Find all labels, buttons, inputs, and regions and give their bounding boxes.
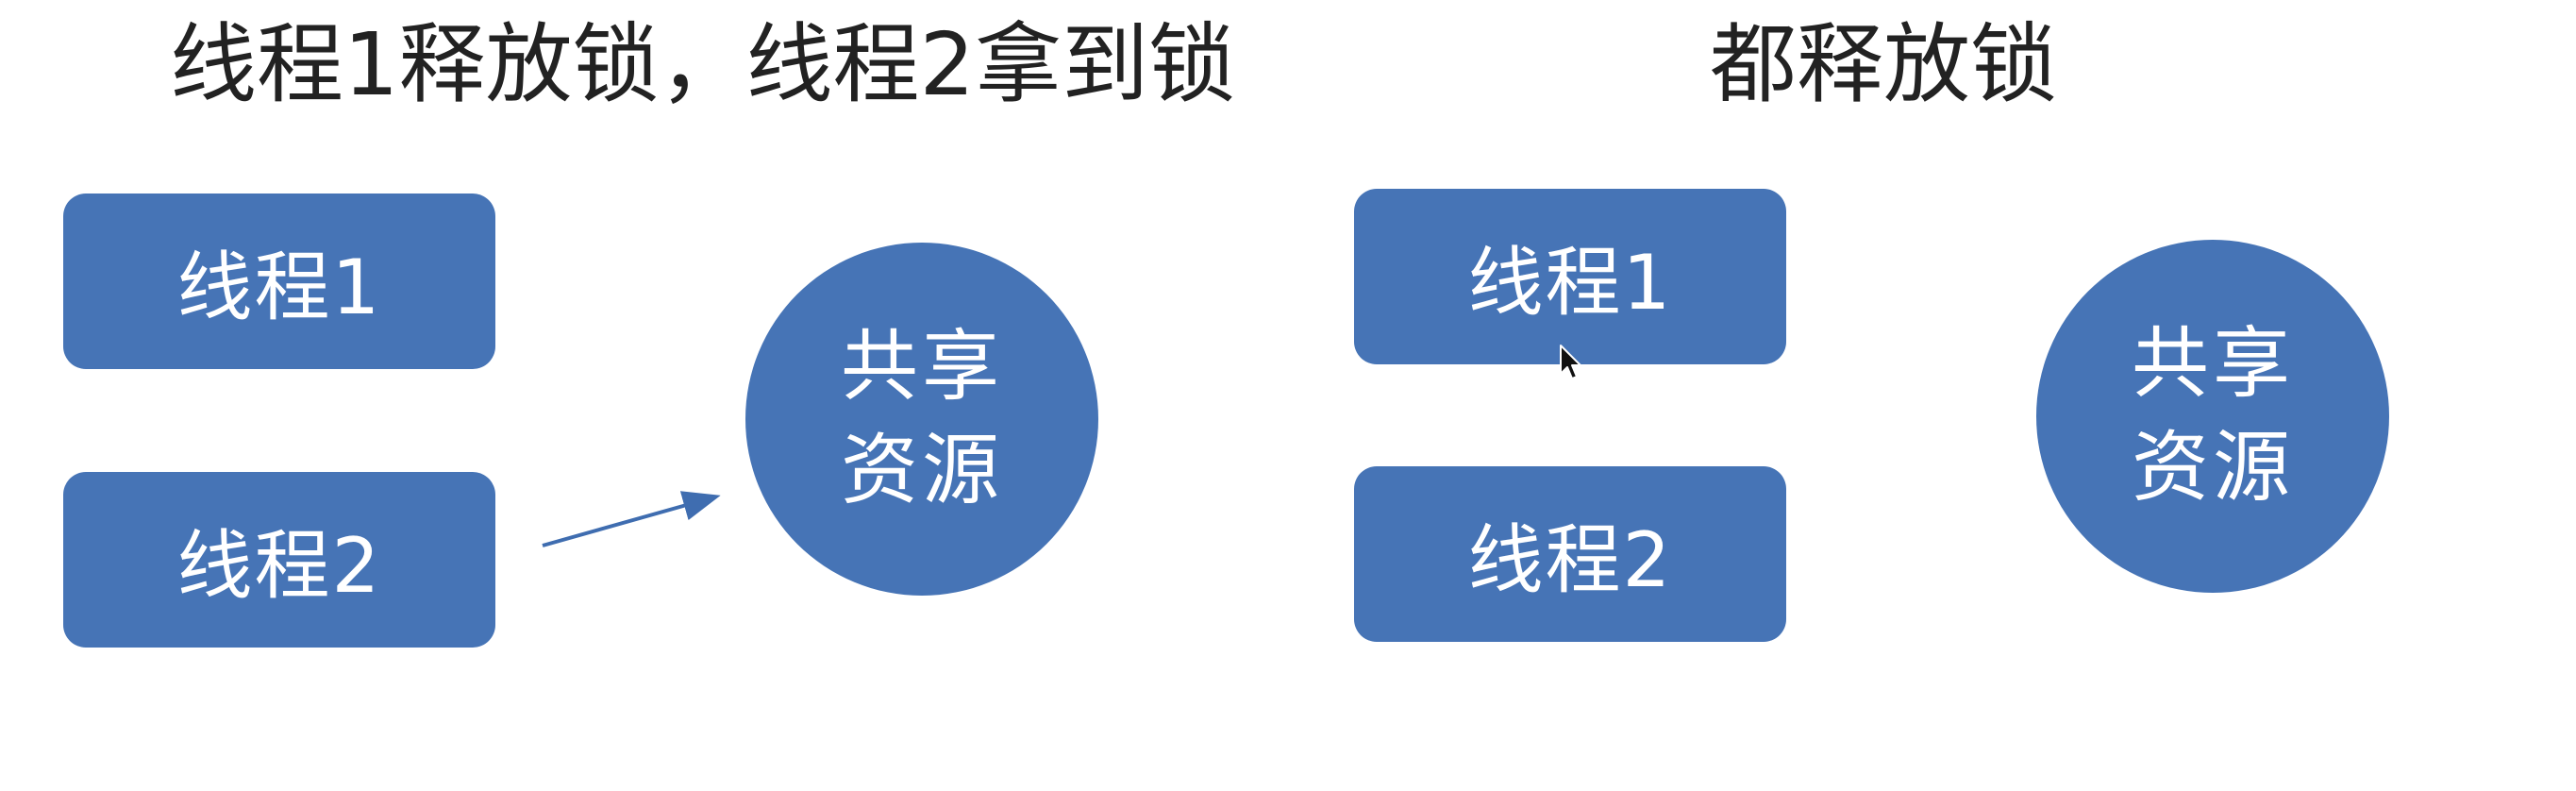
left-resource-label-line2: 资源 <box>840 426 1003 515</box>
left-thread1-box: 线程1 <box>63 194 495 369</box>
right-thread1-label: 线程1 <box>1467 239 1673 327</box>
right-resource-label-line2: 资源 <box>2131 423 2294 513</box>
left-thread2-box: 线程2 <box>63 472 495 648</box>
right-resource-label-line1: 共享 <box>2131 319 2294 409</box>
right-shared-resource-circle: 共享 资源 <box>2036 240 2389 593</box>
left-thread2-label: 线程2 <box>176 522 382 610</box>
right-panel-title: 都释放锁 <box>1710 14 2058 115</box>
left-panel-title: 线程1释放锁，线程2拿到锁 <box>170 14 1236 115</box>
mouse-cursor-icon <box>1560 345 1581 379</box>
right-thread1-box: 线程1 <box>1354 189 1786 364</box>
left-shared-resource-circle: 共享 资源 <box>745 243 1098 596</box>
left-thread1-label: 线程1 <box>176 244 382 331</box>
right-thread2-label: 线程2 <box>1467 516 1673 604</box>
left-resource-label-line1: 共享 <box>840 322 1003 412</box>
right-thread2-box: 线程2 <box>1354 466 1786 642</box>
